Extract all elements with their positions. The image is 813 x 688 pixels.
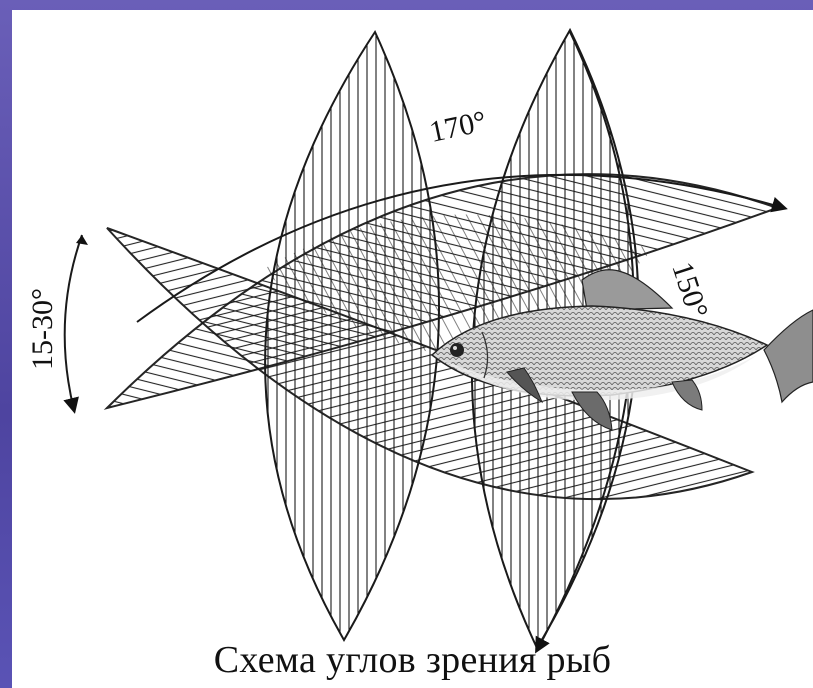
diagram-caption: Схема углов зрения рыб <box>12 638 813 682</box>
fish-eye-highlight <box>453 346 457 350</box>
arc-15-30-arrowhead-top <box>76 235 88 245</box>
label-15-30: 15-30° <box>26 288 59 370</box>
diagram-sheet: 170° 150° 15-30° Схема углов зрения рыб <box>12 10 813 688</box>
fish-dorsal-fin <box>582 270 672 310</box>
label-170: 170° <box>427 105 490 149</box>
vision-angles-diagram: 170° 150° 15-30° <box>12 10 813 688</box>
arc-15-30 <box>65 235 82 410</box>
fish-tail <box>764 310 813 402</box>
label-150: 150° <box>665 258 714 322</box>
fish-eye <box>450 343 464 357</box>
